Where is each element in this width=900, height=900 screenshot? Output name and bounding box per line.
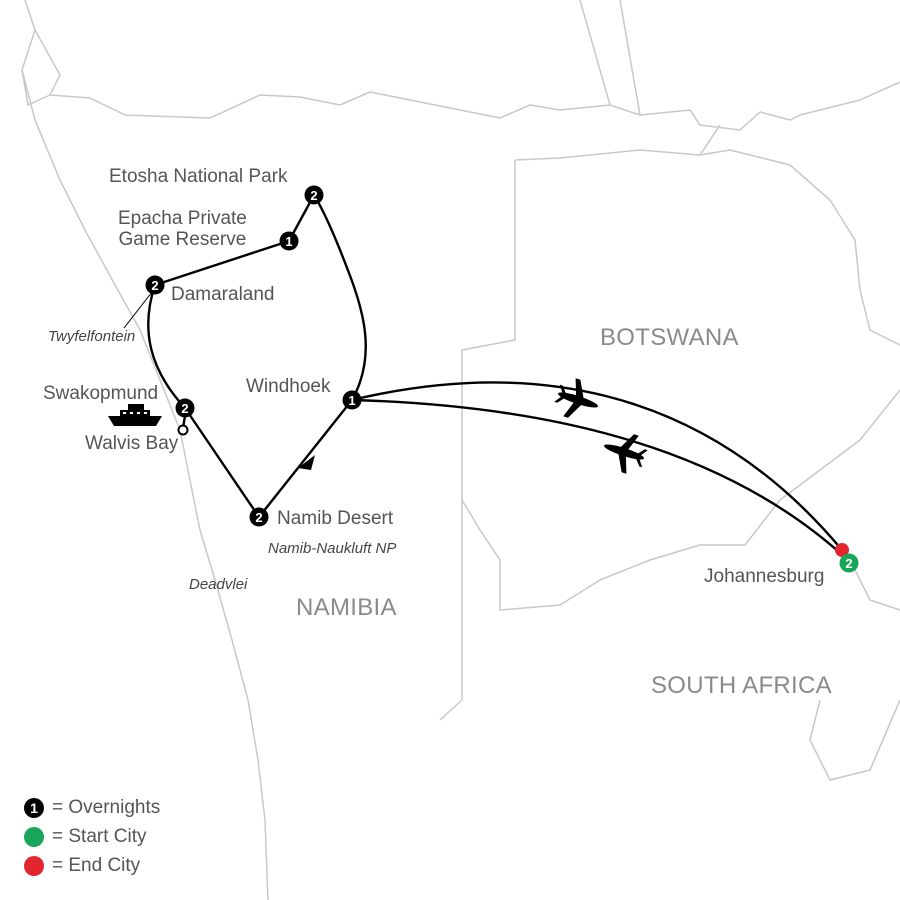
label-epacha: Epacha Private Game Reserve [118,208,247,251]
coast [21,69,269,900]
plane-icon [603,434,648,474]
legend-start-city-label: = Start City [52,825,147,847]
route-namib-windhoek [258,399,353,518]
marker-windhoek: 1 [342,390,362,410]
route-damaraland-swakopmund [147,284,186,409]
northern-border [21,0,900,131]
caprivi-west [439,160,516,721]
marker-damaraland: 2 [145,275,165,295]
mozambique-edge [849,559,900,611]
svg-text:1: 1 [348,393,355,408]
end-city-symbol [24,855,44,876]
legend-overnights-label: = Overnights [52,796,161,818]
label-twyfelfontein: Twyfelfontein [48,328,136,345]
country-south-africa: SOUTH AFRICA [651,672,832,699]
label-etosha: Etosha National Park [109,166,288,187]
label-damaraland: Damaraland [171,284,275,305]
legend: 1 = Overnights = Start City = End City [24,793,160,880]
legend-end-city-label: = End City [52,854,141,876]
angola-zambia-line [579,0,611,106]
label-walvis-bay: Walvis Bay [85,433,179,454]
legend-start-city: = Start City [24,822,160,851]
country-botswana: BOTSWANA [600,324,739,351]
label-epacha-line2: Game Reserve [118,228,247,250]
svg-text:2: 2 [310,188,317,203]
svg-text:2: 2 [181,401,188,416]
route-epacha-damaraland [154,239,290,287]
start-city-symbol [24,826,44,847]
label-johannesburg: Johannesburg [704,566,825,587]
upper-left-border [34,29,61,96]
label-deadvlei: Deadvlei [189,576,248,593]
flight-windhoek-jnb-a [351,381,843,551]
ship-icon [108,404,162,426]
svg-text:1: 1 [285,234,292,249]
label-epacha-line1: Epacha Private [118,208,247,229]
overnights-symbol: 1 [24,797,44,818]
zambia-upper [619,0,641,116]
arrow-icon [298,455,315,470]
label-windhoek: Windhoek [246,376,331,397]
route-windhoek-etosha [312,194,367,401]
legend-end-city: = End City [24,851,160,880]
caprivi-north [514,149,900,346]
botswana-south [461,389,900,611]
label-namib-naukluft: Namib-Naukluft NP [268,540,397,557]
marker-johannesburg-start: 2 [839,553,859,573]
marker-swakopmund: 2 [175,398,195,418]
label-swakopmund: Swakopmund [43,383,159,404]
marker-walvis-bay [177,424,189,436]
plane-icon [554,378,599,418]
marker-johannesburg-end [835,543,849,557]
sa-lesotho-east [809,699,900,781]
marker-epacha: 1 [279,231,299,251]
svg-text:2: 2 [845,556,852,571]
svg-text:2: 2 [255,510,262,525]
marker-namib-desert: 2 [249,507,269,527]
legend-overnights: 1 = Overnights [24,793,160,822]
svg-text:2: 2 [151,278,158,293]
country-namibia: NAMIBIA [296,594,397,621]
twyfelfontein-leader [123,291,153,329]
country-borders [21,0,900,900]
label-namib-desert: Namib Desert [277,508,394,529]
marker-etosha: 2 [304,185,324,205]
flight-windhoek-jnb-b [351,398,851,563]
zimbabwe-edge [699,124,721,156]
route-swakopmund-namib [184,407,260,518]
stop-markers: 2 1 2 2 1 2 2 [145,185,859,573]
